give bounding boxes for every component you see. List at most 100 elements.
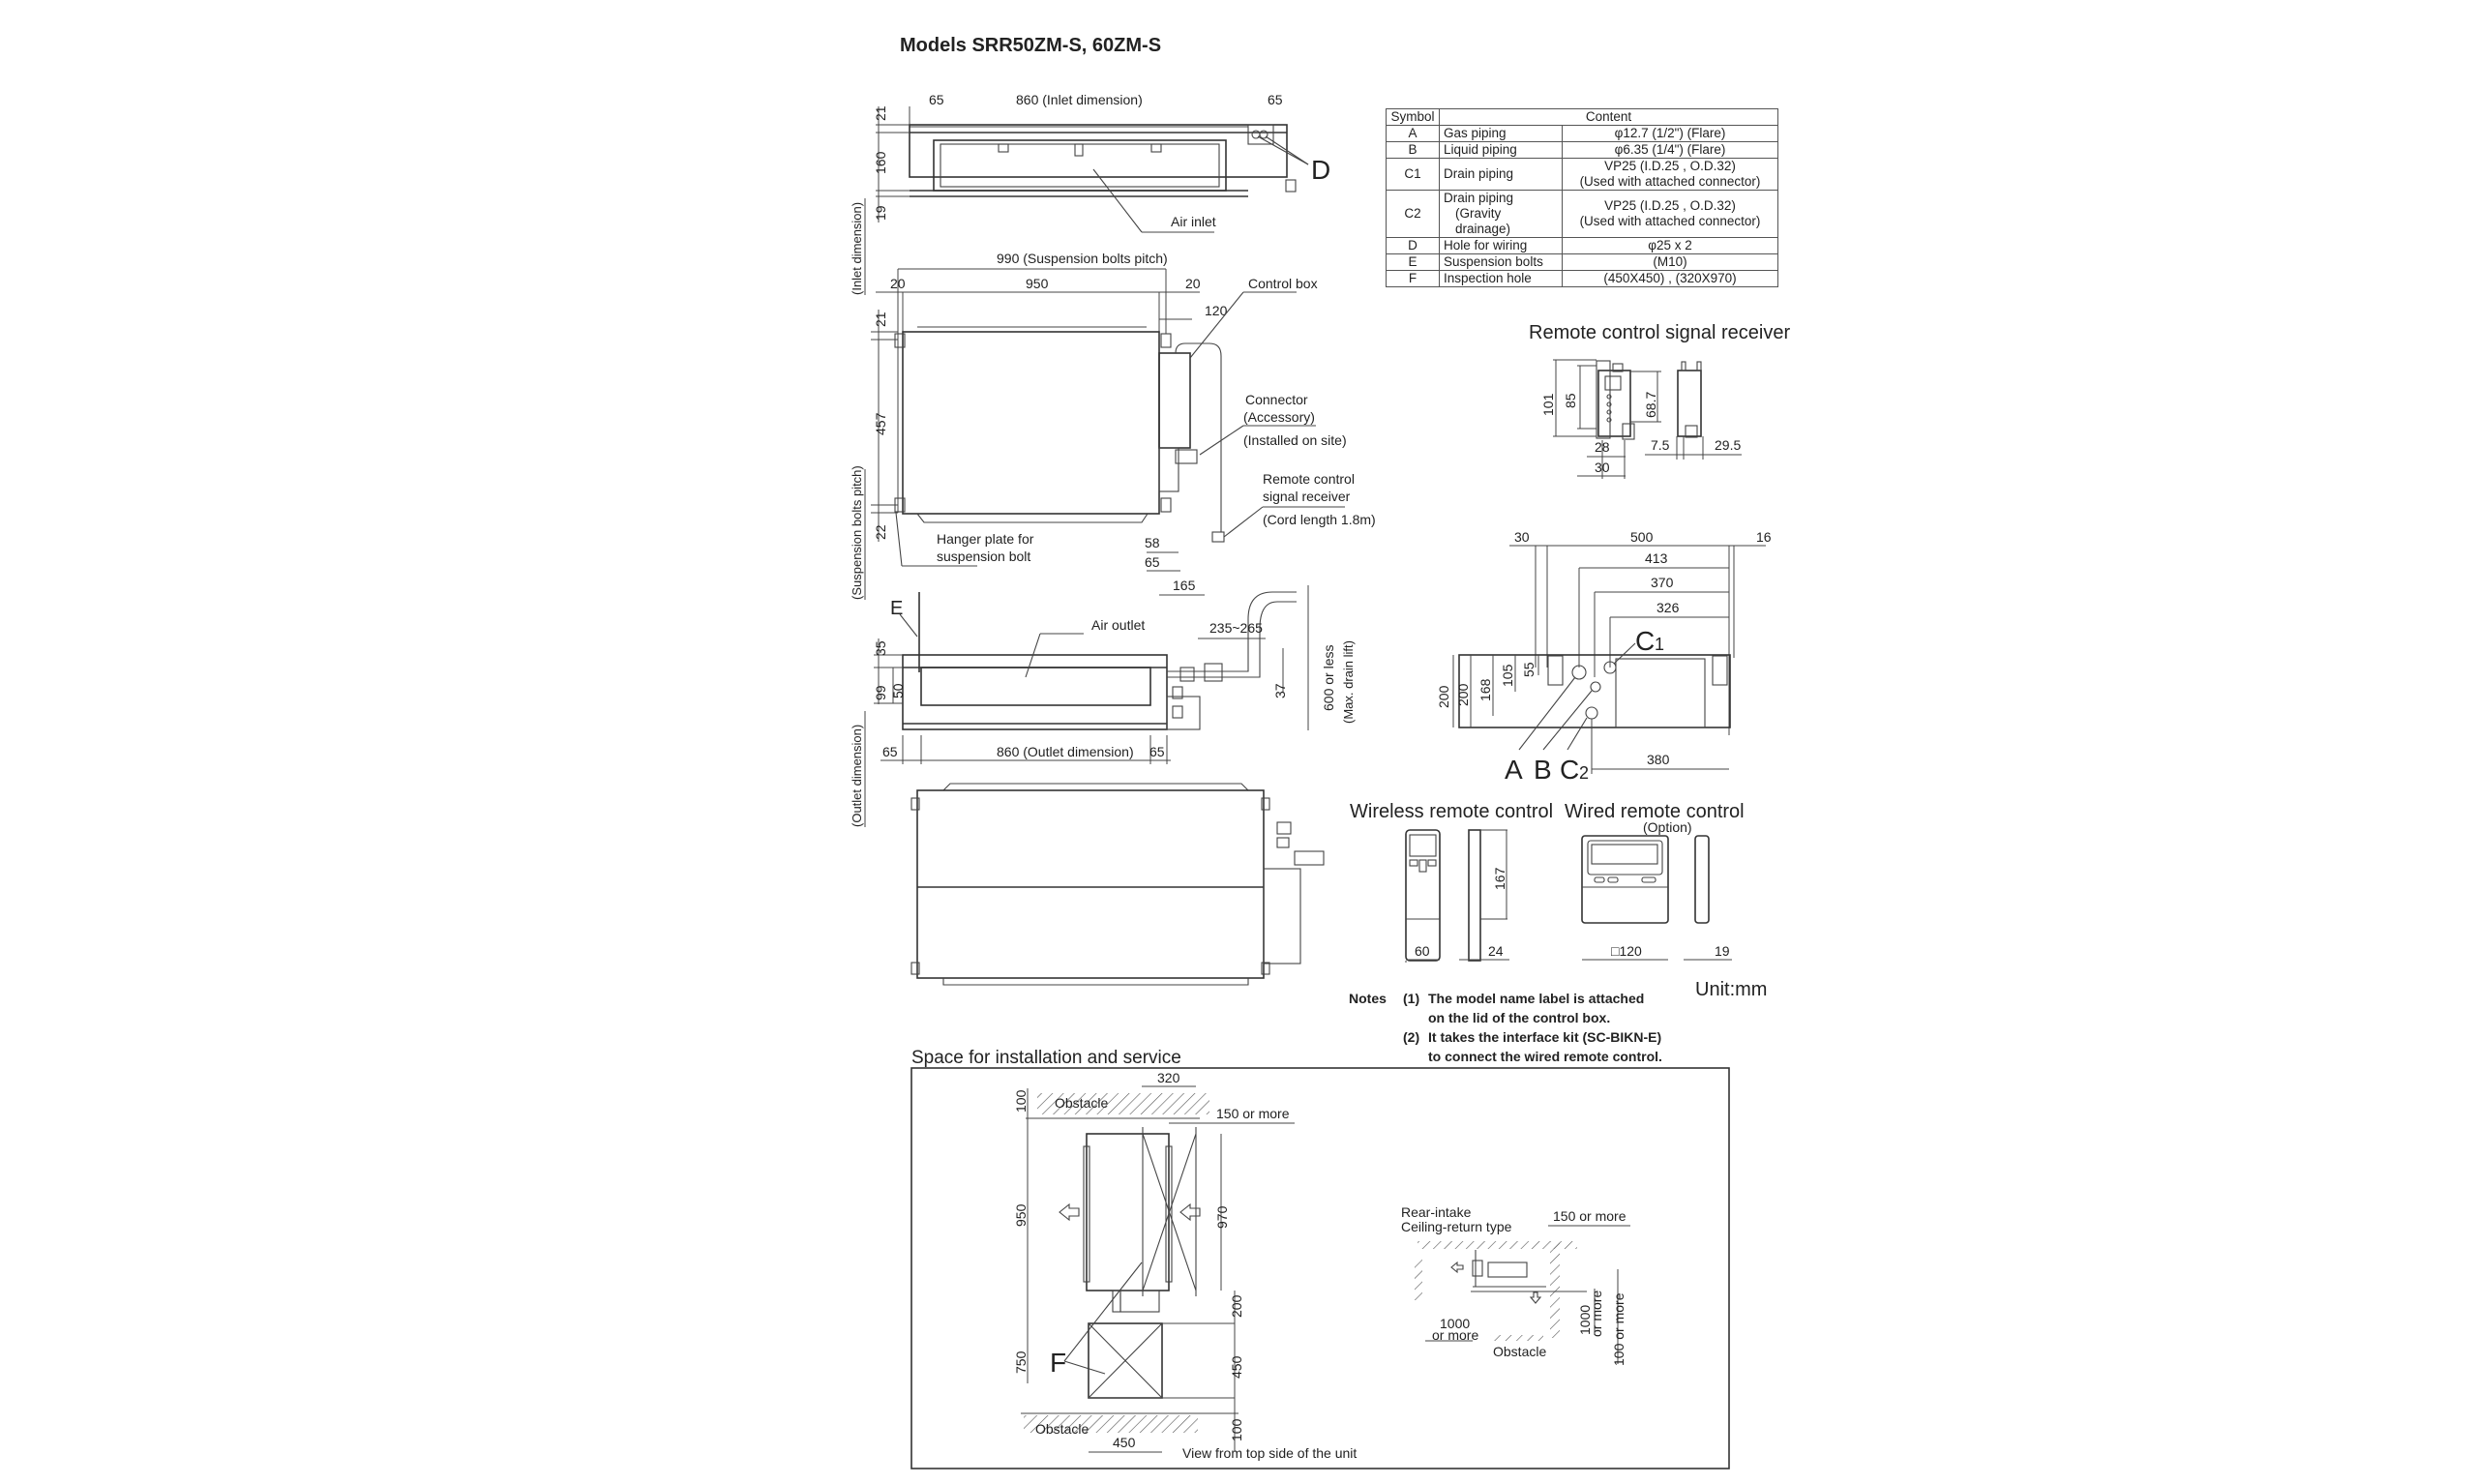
- page-title: Models SRR50ZM-S, 60ZM-S: [900, 35, 1162, 56]
- dim-24: 24: [1488, 943, 1504, 959]
- note-item: to connect the wired remote control.: [1349, 1047, 1662, 1066]
- dim-105: 105: [1500, 664, 1515, 687]
- dim-65-right: 65: [1268, 92, 1283, 107]
- rear-dim-1000-right-1: 1000: [1577, 1305, 1593, 1335]
- wired-remote-title: Wired remote control: [1565, 801, 1745, 822]
- service-space-drawing: Obstacle 320 150 or more 100 950 750 970…: [910, 1067, 1730, 1469]
- note-item: Notes (1) The model name label is attach…: [1349, 989, 1662, 1008]
- table-header-row: Symbol Content: [1386, 108, 1778, 126]
- dim-37: 37: [1272, 683, 1288, 698]
- dim-85: 85: [1563, 393, 1578, 408]
- side-label-outlet: (Outlet dimension): [850, 725, 864, 827]
- notes-spacer: [1349, 1047, 1403, 1066]
- note-number: (2): [1403, 1029, 1420, 1045]
- dim-370: 370: [1651, 575, 1674, 590]
- note-item: on the lid of the control box.: [1349, 1008, 1662, 1027]
- label-C2-sub: 2: [1579, 763, 1589, 783]
- dim-max-drain-lift: (Max. drain lift): [1341, 640, 1356, 724]
- rear-dim-1000-left-2: or more: [1432, 1327, 1478, 1343]
- dim-99: 99: [873, 685, 888, 700]
- name-cell: Liquid piping: [1439, 141, 1563, 159]
- label-F: F: [1050, 1348, 1066, 1378]
- label-C1-sub: 1: [1655, 635, 1664, 654]
- dim-150-or-more: 150 or more: [1216, 1106, 1290, 1121]
- label-control-box: Control box: [1248, 276, 1318, 291]
- side-label-suspension: (Suspension bolts pitch): [850, 465, 864, 600]
- note-line: on the lid of the control box.: [1428, 1010, 1611, 1025]
- dim-65-left: 65: [929, 92, 944, 107]
- dim-326: 326: [1656, 600, 1680, 615]
- note-number: (1): [1403, 991, 1420, 1006]
- service-space-title: Space for installation and service: [911, 1048, 1181, 1068]
- dim-65-left-outlet: 65: [882, 744, 898, 759]
- dim-100-bottom: 100: [1229, 1418, 1244, 1441]
- label-installed-on-site: (Installed on site): [1243, 432, 1347, 448]
- value-line: (Used with attached connector): [1579, 214, 1761, 228]
- dim-200-side: 200: [1455, 683, 1471, 706]
- dim-inlet: 860 (Inlet dimension): [1016, 92, 1143, 107]
- receiver-title: Remote control signal receiver: [1529, 322, 1790, 343]
- top-view: 65 860 (Inlet dimension) 65 D Air inlet …: [850, 92, 1330, 295]
- dim-950: 950: [1026, 276, 1049, 291]
- value-cell: VP25 (I.D.25 , O.D.32)(Used with attache…: [1562, 190, 1778, 238]
- dim-29-5: 29.5: [1715, 437, 1741, 453]
- label-D: D: [1311, 155, 1330, 185]
- label-air-outlet: Air outlet: [1091, 617, 1145, 633]
- dim-320: 320: [1157, 1070, 1180, 1085]
- dim-165: 165: [1173, 578, 1196, 593]
- name-cell: Gas piping: [1439, 125, 1563, 142]
- dim-600-or-less: 600 or less: [1321, 645, 1336, 711]
- obstacle-bottom-label: Obstacle: [1035, 1421, 1089, 1437]
- label-hanger-2: suspension bolt: [937, 549, 1030, 564]
- dim-500: 500: [1630, 529, 1654, 545]
- wired-remote-subtitle: (Option): [1643, 819, 1692, 835]
- side-label-inlet: (Inlet dimension): [850, 202, 864, 295]
- label-C2: C: [1560, 755, 1579, 785]
- dim-235-265: 235~265: [1209, 620, 1263, 636]
- name-cell: Suspension bolts: [1439, 253, 1563, 271]
- front-view: E Air outlet 235~265 37 600 or less (Max…: [850, 585, 1356, 827]
- view-note: View from top side of the unit: [1182, 1445, 1357, 1461]
- bottom-view: [910, 783, 1325, 986]
- rear-obstacle-label: Obstacle: [1493, 1344, 1546, 1359]
- notes-spacer: [1403, 1008, 1428, 1027]
- dim-21: 21: [873, 105, 888, 121]
- dim-20-right: 20: [1185, 276, 1201, 291]
- notes-spacer: [1349, 1027, 1403, 1047]
- label-accessory: (Accessory): [1243, 409, 1315, 425]
- label-C1: C: [1635, 626, 1655, 656]
- dim-413: 413: [1645, 550, 1668, 566]
- label-B: B: [1534, 755, 1552, 785]
- name-cell: Drain piping: [1439, 158, 1563, 191]
- dim-30: 30: [1595, 460, 1610, 475]
- note-item: (2) It takes the interface kit (SC-BIKN-…: [1349, 1027, 1662, 1047]
- wireless-remote-title: Wireless remote control: [1350, 801, 1553, 822]
- notes-label: Notes: [1349, 991, 1387, 1006]
- value-cell: (450X450) , (320X970): [1562, 270, 1778, 287]
- name-line: Drain piping: [1444, 191, 1514, 205]
- dim-380: 380: [1647, 752, 1670, 767]
- name-line: (Gravity drainage): [1455, 206, 1511, 236]
- value-line: VP25 (I.D.25 , O.D.32): [1604, 198, 1736, 213]
- dim-750: 750: [1013, 1350, 1029, 1374]
- rear-title-1: Rear-intake: [1401, 1204, 1472, 1220]
- dim-101: 101: [1540, 393, 1556, 416]
- value-line: (Used with attached connector): [1579, 174, 1761, 189]
- dim-outlet: 860 (Outlet dimension): [997, 744, 1134, 759]
- dim-21-plan: 21: [873, 312, 888, 327]
- rear-dim-100-or-more: 100 or more: [1611, 1292, 1626, 1366]
- label-hanger-1: Hanger plate for: [937, 531, 1034, 547]
- dim-100-top: 100: [1013, 1089, 1029, 1113]
- value-cell: VP25 (I.D.25 , O.D.32)(Used with attache…: [1562, 158, 1778, 191]
- header-symbol: Symbol: [1386, 108, 1440, 126]
- name-cell: Drain piping(Gravity drainage): [1439, 190, 1563, 238]
- plan-view: 990 (Suspension bolts pitch) 20 950 20 1…: [850, 251, 1376, 600]
- dim-160: 160: [873, 151, 888, 174]
- dim-950-service: 950: [1013, 1203, 1029, 1227]
- table-row: C2 Drain piping(Gravity drainage) VP25 (…: [1386, 190, 1778, 238]
- table-row: F Inspection hole (450X450) , (320X970): [1386, 270, 1778, 287]
- note-line: to connect the wired remote control.: [1428, 1049, 1662, 1064]
- table-row: A Gas piping φ12.7 (1/2") (Flare): [1386, 125, 1778, 142]
- notes-spacer: [1349, 1008, 1403, 1027]
- symbol-cell: C2: [1386, 190, 1440, 238]
